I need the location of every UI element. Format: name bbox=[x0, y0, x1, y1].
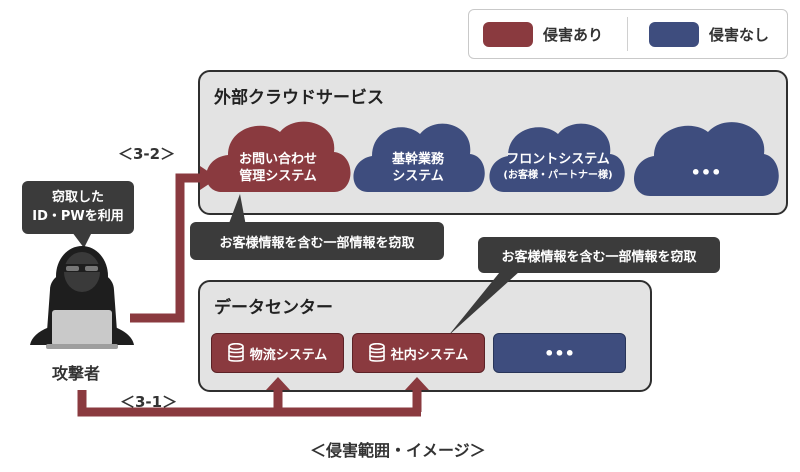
figure-caption: ＜侵害範囲・イメージ＞ bbox=[310, 441, 486, 460]
cloud-core-label: 基幹業務 システム bbox=[368, 152, 468, 186]
cloud-leak-callout: お客様情報を含む一部情報を窃取 bbox=[190, 222, 444, 260]
internal-system-box: 社内システム bbox=[352, 333, 485, 373]
database-icon bbox=[368, 343, 385, 362]
not-breached-legend-label: 侵害なし bbox=[709, 26, 770, 44]
cloud-panel-title: 外部クラウドサービス bbox=[214, 88, 384, 108]
attacker-speech-line2: ID・PWを利用 bbox=[32, 208, 124, 224]
more-systems-label: ••• bbox=[544, 343, 575, 363]
legend-divider bbox=[627, 17, 628, 51]
datacenter-leak-callout: お客様情報を含む一部情報を窃取 bbox=[478, 237, 720, 273]
more-systems-box: ••• bbox=[493, 333, 626, 373]
attacker-label: 攻撃者 bbox=[52, 364, 101, 383]
hacker-icon bbox=[30, 246, 134, 349]
path-label-datacenter: ＜3-1＞ bbox=[120, 393, 178, 411]
attacker-speech-bubble: 窃取した ID・PWを利用 bbox=[22, 181, 134, 234]
cloud-core-line2: システム bbox=[392, 168, 444, 184]
cloud-more-label: ••• bbox=[690, 163, 722, 182]
attacker-speech-pointer bbox=[72, 232, 92, 248]
cloud-front-line2: (お客様・パートナー様) bbox=[503, 169, 613, 181]
breached-swatch bbox=[483, 22, 533, 47]
cloud-inquiry-label: お問い合わせ 管理システム bbox=[222, 152, 334, 186]
cloud-front-line1: フロントシステム bbox=[506, 152, 610, 167]
cloud-front-label: フロントシステム (お客様・パートナー様) bbox=[496, 152, 620, 182]
attacker-speech-line1: 窃取した bbox=[51, 190, 104, 206]
logistics-system-label: 物流システム bbox=[249, 347, 328, 363]
legend: 侵害あり 侵害なし bbox=[468, 9, 788, 59]
cloud-core-line1: 基幹業務 bbox=[391, 152, 444, 167]
database-icon bbox=[227, 343, 244, 362]
cloud-inquiry-line1: お問い合わせ bbox=[238, 152, 317, 167]
datacenter-panel-title: データセンター bbox=[214, 298, 333, 318]
not-breached-swatch bbox=[649, 22, 699, 47]
internal-system-label: 社内システム bbox=[390, 347, 469, 363]
path-label-cloud: ＜3-2＞ bbox=[118, 145, 176, 163]
logistics-system-box: 物流システム bbox=[211, 333, 344, 373]
breached-legend-label: 侵害あり bbox=[543, 26, 604, 44]
cloud-inquiry-line2: 管理システム bbox=[239, 168, 317, 184]
